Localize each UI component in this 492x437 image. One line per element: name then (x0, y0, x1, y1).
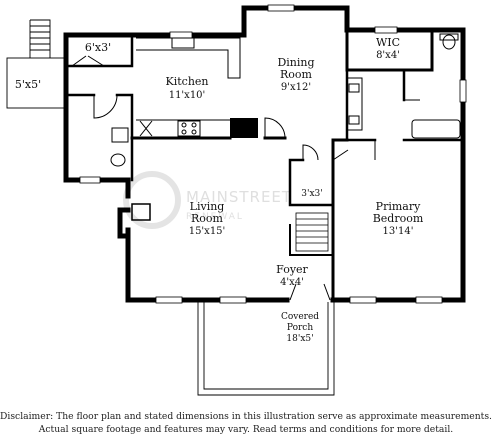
dining-name-2: Room (280, 68, 313, 81)
disclaimer-line-1: Disclaimer: The floor plan and stated di… (0, 411, 492, 422)
dining-name: Dining (277, 56, 314, 69)
door-swing (264, 117, 286, 139)
exterior-wall-north-left (63, 5, 466, 303)
dining-dim: 9'x12' (281, 82, 311, 93)
kitchen-dim: 11'x10' (169, 90, 206, 101)
exterior-wall-west-upper (63, 32, 131, 183)
fireplace-icon (131, 203, 151, 221)
sink-icon (348, 83, 360, 93)
interior-wall-wic (345, 28, 434, 72)
burner (191, 122, 197, 128)
closet-label: 6'x3' (85, 41, 111, 54)
bump-out-wall (117, 207, 131, 239)
watermark-logo-icon (123, 171, 181, 229)
covered-porch (197, 302, 335, 396)
watermark: MAINSTREET RENEWAL (123, 171, 292, 229)
disclaimer-line-2: Actual square footage and features may v… (38, 424, 454, 435)
interior-wall-hall (331, 138, 349, 302)
window (415, 296, 443, 304)
window (169, 31, 193, 39)
interior-wall-foyer (289, 224, 334, 256)
wic-dim: 8'x4' (376, 50, 400, 61)
wic-name: WIC (376, 36, 400, 49)
kitchen-name: Kitchen (166, 75, 209, 88)
burner (181, 122, 187, 128)
foyer-dim: 4'x4' (280, 277, 304, 288)
interior-wall-laundry (64, 93, 134, 182)
living-name-2: Room (191, 212, 224, 225)
bathtub-icon (411, 119, 461, 139)
door-swing (332, 149, 349, 161)
doors (71, 55, 420, 301)
kitchen-fixtures (136, 37, 241, 137)
porch-name-2: Porch (287, 323, 313, 333)
sink-icon (348, 115, 360, 125)
sink-icon (171, 37, 195, 49)
door-swing (374, 99, 420, 160)
window (349, 296, 377, 304)
door-swing (289, 283, 331, 301)
window (267, 4, 295, 12)
window (459, 79, 467, 103)
porch-dim: 18'x5' (286, 334, 313, 344)
living-dim: 15'x15' (189, 226, 226, 237)
primary-name: Primary (376, 200, 421, 213)
burner (181, 129, 187, 135)
living-name: Living (190, 200, 225, 213)
burner (191, 129, 197, 135)
window (79, 176, 101, 184)
exterior-wall-south-left (125, 227, 290, 303)
hall-closet-label: 3'x3' (301, 189, 322, 199)
interior-wall-bath (345, 68, 465, 142)
balcony-label: 5'x5' (15, 78, 41, 91)
dishwasher-icon (139, 120, 153, 137)
window (155, 296, 183, 304)
stove-icon (177, 120, 201, 137)
foyer-name: Foyer (276, 263, 308, 276)
door-swing (302, 144, 319, 161)
watermark-line2: RENEWAL (186, 212, 244, 222)
watermark-line1: MAINSTREET (186, 188, 292, 206)
refrigerator-icon (230, 118, 258, 138)
interior-wall-closet-stair (288, 158, 335, 207)
bath-fixtures (110, 33, 461, 167)
window (374, 26, 398, 34)
disclaimer: Disclaimer: The floor plan and stated di… (0, 410, 492, 436)
walls (63, 5, 466, 303)
balcony (6, 19, 67, 109)
vanity (347, 77, 363, 131)
cabinet (439, 33, 459, 41)
door-swing (71, 55, 105, 67)
counter (136, 37, 241, 79)
primary-dim: 13'14' (383, 226, 414, 237)
toilet-icon (442, 34, 456, 50)
window (219, 296, 247, 304)
windows (79, 4, 467, 304)
staircase (295, 212, 329, 252)
washer-icon (111, 127, 129, 143)
toilet-icon (110, 153, 126, 167)
porch-name: Covered (281, 312, 319, 322)
primary-name-2: Bedroom (373, 212, 424, 225)
door-swing (93, 94, 118, 119)
interior-wall-closet (64, 33, 134, 68)
stair-outline (295, 212, 329, 252)
